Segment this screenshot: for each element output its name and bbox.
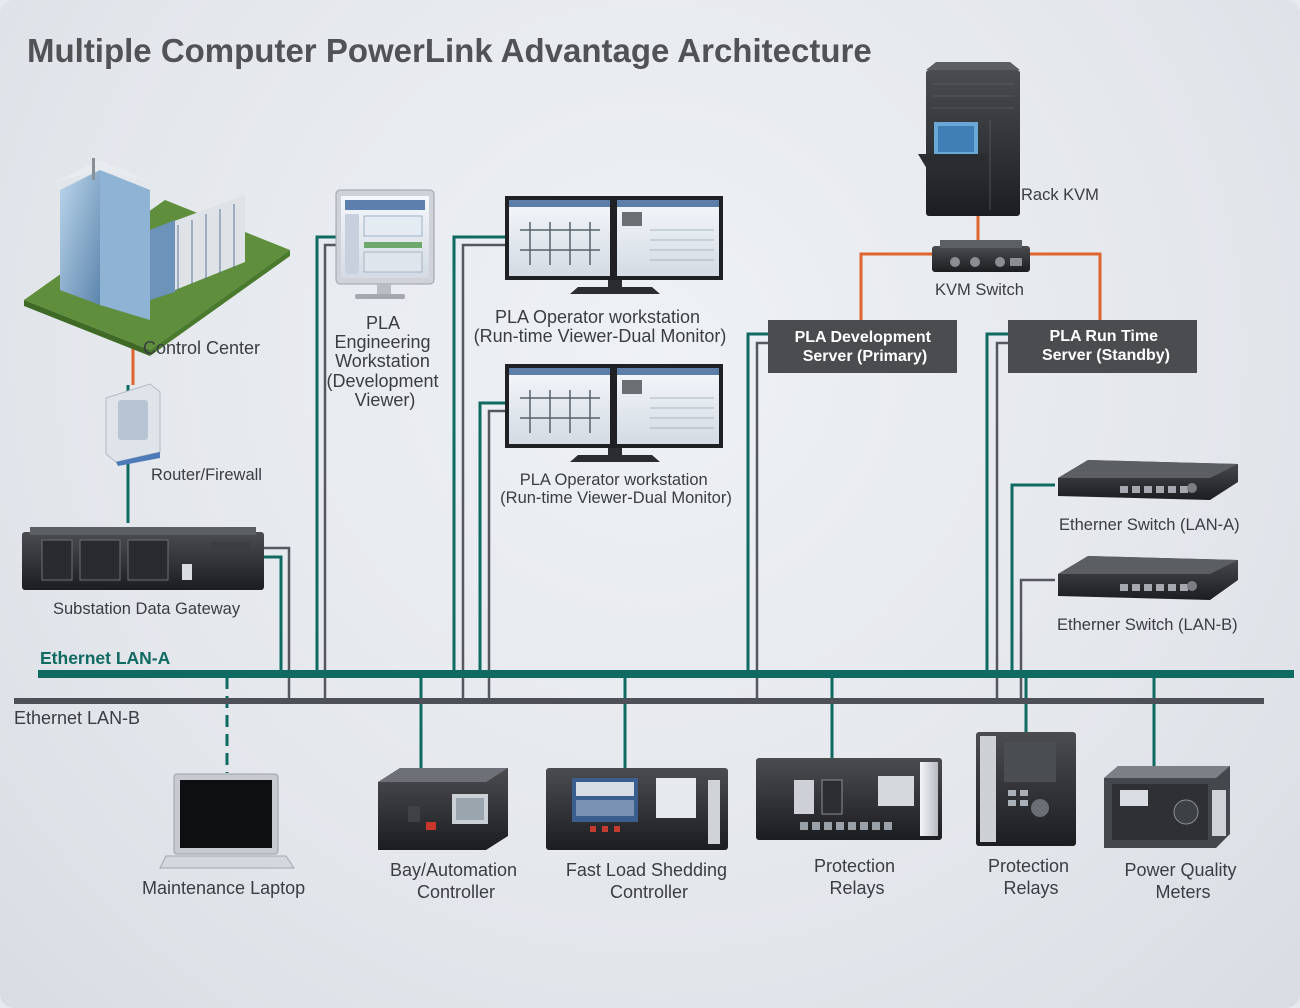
prot-relay-2-line-2: Relays [1003,878,1058,898]
monitor-icon [335,189,435,299]
pq-meter-line-2: Meters [1155,882,1210,902]
op-ws1-lan-a-link [452,235,507,674]
load-shed-line-1: Fast Load Shedding [566,860,727,880]
bay-ctrl-label: Bay/Automation Controller [390,860,522,902]
bay-ctrl-line-1: Bay/Automation [390,860,517,880]
network-switch-icon [1058,556,1238,600]
prot-relay-1-label: Protection Relays [814,856,900,898]
lan-b-bus [14,698,1264,704]
run-server-lan-a-link [985,332,1008,674]
run-server-box [1008,320,1197,373]
relay-icon [756,758,942,840]
lan-a-drops [126,235,1156,772]
network-switch-icon [1058,460,1238,500]
switch-b-label: Etherner Switch (LAN-B) [1057,616,1238,634]
gateway-lan-a-link [264,555,283,674]
op-ws2-lan-a-link [478,401,507,674]
eng-ws-line-3: Workstation [335,351,430,371]
run-server-label: PLA Run Time Server (Standby) [1042,328,1170,364]
rack-server-icon [22,527,264,590]
op-ws1-line-2: (Run-time Viewer-Dual Monitor) [474,326,727,346]
eng-ws-line-4: (Development [326,371,438,391]
lan-b-label: Ethernet LAN-B [14,708,140,728]
op-ws2-label: PLA Operator workstation (Run-time Viewe… [500,471,732,507]
op-ws2-line-2: (Run-time Viewer-Dual Monitor) [500,489,732,507]
eng-ws-line-1: PLA [366,313,400,333]
op-ws1-label: PLA Operator workstation (Run-time Viewe… [474,307,727,346]
building-icon [24,158,290,356]
control-center-label: Control Center [143,338,260,358]
bay-ctrl-line-2: Controller [417,882,495,902]
prot-relay-1-line-1: Protection [814,856,895,876]
relay-icon [976,732,1076,846]
laptop-icon [159,773,295,869]
eng-ws-line-5: Viewer) [355,390,416,410]
dev-server-label: PLA Development Server (Primary) [795,329,936,365]
router-icon [105,383,161,466]
rack-kvm-label: Rack KVM [1021,186,1099,204]
eng-ws-lan-a-link [315,235,337,674]
dev-server-lan-a-link [746,332,768,674]
prot-relay-1-line-2: Relays [829,878,884,898]
prot-relay-2-label: Protection Relays [988,856,1074,898]
switch-a-label: Etherner Switch (LAN-A) [1059,516,1240,534]
prot-relay-2-line-1: Protection [988,856,1069,876]
dual-monitor-icon [505,364,723,462]
laptop-label: Maintenance Laptop [142,878,305,898]
run-server-line-2: Server (Standby) [1042,347,1170,364]
run-server-line-1: PLA Run Time [1050,328,1159,345]
lan-a-label: Ethernet LAN-A [40,648,171,668]
dev-server-line-2: Server (Primary) [803,348,928,365]
lan-a-bus [38,670,1294,678]
load-shed-label: Fast Load Shedding Controller [566,860,732,902]
router-label: Router/Firewall [151,466,262,484]
dual-monitor-icon [505,196,723,294]
pq-meter-label: Power Quality Meters [1124,860,1241,902]
pq-meter-line-1: Power Quality [1124,860,1236,880]
kvm-switch-icon [932,240,1030,272]
op-ws2-line-1: PLA Operator workstation [520,471,708,489]
gateway-label: Substation Data Gateway [53,600,241,618]
diagram-title: Multiple Computer PowerLink Advantage Ar… [27,32,872,69]
eng-ws-label: PLA Engineering Workstation (Development… [326,313,443,410]
server-tower-icon [918,62,1020,216]
controller-icon [378,768,508,850]
dev-server-box [768,320,957,373]
op-ws1-line-1: PLA Operator workstation [495,307,700,327]
controller-icon [546,768,728,850]
lan-b-drops [264,243,1055,701]
switch-a-lan-a-link [1010,483,1055,674]
meter-icon [1104,766,1230,848]
load-shed-line-2: Controller [610,882,688,902]
eng-ws-line-2: Engineering [334,332,430,352]
kvm-switch-label: KVM Switch [935,281,1024,299]
dev-server-line-1: PLA Development [795,329,932,346]
